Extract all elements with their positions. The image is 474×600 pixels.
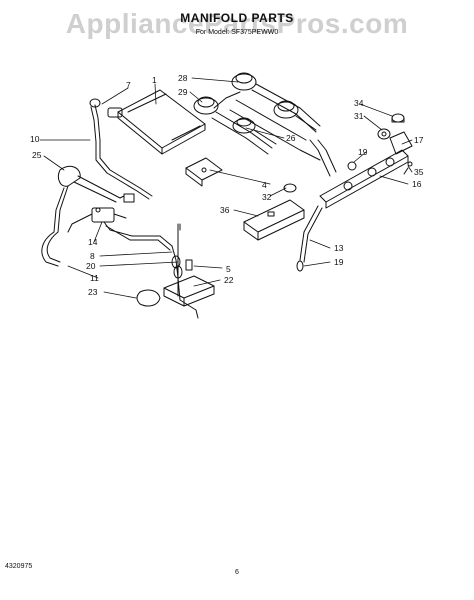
leader-lines xyxy=(39,77,413,299)
callout-label: 14 xyxy=(88,237,98,247)
callout-label: 31 xyxy=(354,111,364,121)
safety-valve xyxy=(67,207,173,251)
broiler-plate xyxy=(117,89,206,155)
callout-label: 34 xyxy=(354,98,364,108)
document-number: 4320975 xyxy=(5,563,33,570)
callout-label: 8 xyxy=(90,251,95,261)
callout-label: 35 xyxy=(414,167,424,177)
oven-burner-assembly xyxy=(41,165,135,267)
callout-label: 19 xyxy=(358,147,368,157)
callout-label: 5 xyxy=(226,264,231,274)
callout-label: 11 xyxy=(90,273,99,283)
gas-inlet-fitting xyxy=(136,259,215,307)
callout-label: 32 xyxy=(262,192,272,202)
mounting-brackets xyxy=(185,157,305,241)
top-burner-assembly xyxy=(193,72,321,161)
callout-label: 1 xyxy=(152,75,157,85)
callout-label: 20 xyxy=(86,261,96,271)
callout-label: 4 xyxy=(262,180,267,190)
watermark: AppliancePartsPros.com xyxy=(65,8,409,39)
callout-label: 17 xyxy=(414,135,424,145)
burner-valves xyxy=(377,113,413,175)
left-burner-tube xyxy=(89,98,153,200)
callout-label: 25 xyxy=(32,150,42,160)
callout-labels: 1 4 5 7 8 10 11 13 14 16 17 19 19 20 22 … xyxy=(30,73,424,297)
page-title: MANIFOLD PARTS xyxy=(180,11,294,25)
callout-label: 22 xyxy=(224,275,234,285)
callout-label: 13 xyxy=(334,243,344,253)
pressure-regulator xyxy=(171,223,199,319)
callout-label: 16 xyxy=(412,179,422,189)
callout-label: 36 xyxy=(220,205,230,215)
callout-label: 26 xyxy=(286,133,296,143)
gas-manifold xyxy=(296,139,409,272)
model-subtitle: For Model: SF375PEWW0 xyxy=(195,29,279,36)
callout-label: 10 xyxy=(30,134,40,144)
callout-label: 29 xyxy=(178,87,188,97)
callout-label: 7 xyxy=(126,80,131,90)
callout-label: 19 xyxy=(334,257,344,267)
callout-label: 23 xyxy=(88,287,98,297)
page-number: 6 xyxy=(235,569,239,576)
callout-label: 28 xyxy=(178,73,188,83)
